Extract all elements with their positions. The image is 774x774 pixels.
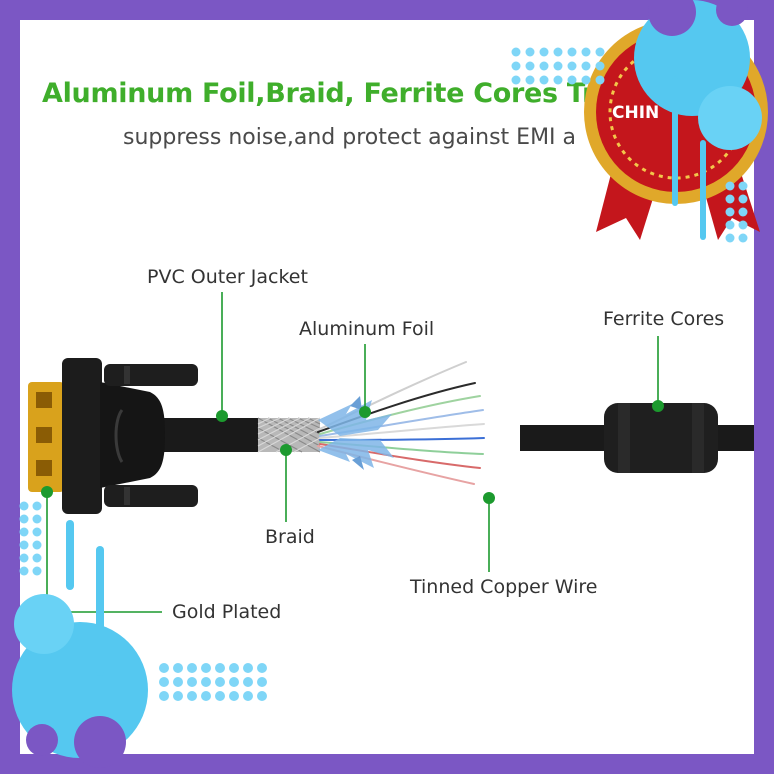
decor-dot <box>215 677 225 687</box>
decor-dot <box>173 691 183 701</box>
decor-dot <box>19 566 29 576</box>
decor-dot <box>187 691 197 701</box>
decor-dot <box>539 61 549 71</box>
decor-dot <box>567 47 577 57</box>
decor-dot <box>581 61 591 71</box>
decor-dot <box>257 691 267 701</box>
decor-dot <box>567 75 577 85</box>
decor-dot <box>229 677 239 687</box>
decor-dot <box>187 677 197 687</box>
decor-dot <box>215 663 225 673</box>
decor-dot <box>525 47 535 57</box>
decor-dot <box>553 47 563 57</box>
decor-dot <box>229 691 239 701</box>
decor-accents <box>12 0 762 768</box>
decor-dot <box>215 691 225 701</box>
decor-dot <box>243 677 253 687</box>
decor-dot <box>738 220 748 230</box>
decor-dot <box>32 566 42 576</box>
decor-dot <box>257 663 267 673</box>
decor-dot <box>173 663 183 673</box>
decor-dot <box>525 75 535 85</box>
decor-dot <box>595 61 605 71</box>
decor-dot <box>32 514 42 524</box>
label-braid: Braid <box>265 526 315 548</box>
decor-dot <box>159 663 169 673</box>
decor-dot <box>19 514 29 524</box>
decor-dot <box>32 527 42 537</box>
subheadline: suppress noise,and protect against EMI a <box>123 125 577 150</box>
decor-dot <box>201 663 211 673</box>
braid-section <box>257 417 321 453</box>
decor-dot <box>525 61 535 71</box>
decor-dot <box>173 677 183 687</box>
decor-dot <box>539 75 549 85</box>
decor-dot <box>553 75 563 85</box>
decor-dot <box>32 553 42 563</box>
decor-dot <box>581 47 591 57</box>
decor-dot <box>511 47 521 57</box>
decor-dot <box>725 233 735 243</box>
label-pvc-outer-jacket: PVC Outer Jacket <box>147 266 308 288</box>
decor-dot <box>725 220 735 230</box>
decor-dot <box>738 181 748 191</box>
label-gold-plated: Gold Plated <box>172 601 282 623</box>
decor-dot <box>725 181 735 191</box>
decor-dot <box>511 61 521 71</box>
ferrite-cable <box>520 403 754 473</box>
label-tinned-copper-wire: Tinned Copper Wire <box>410 576 598 598</box>
label-ferrite-cores: Ferrite Cores <box>603 308 725 330</box>
decor-dot <box>159 677 169 687</box>
dot-grids <box>19 47 748 701</box>
decor-dot <box>567 61 577 71</box>
decor-dot <box>243 663 253 673</box>
badge-text: CHIN <box>612 103 659 123</box>
decor-dot <box>201 691 211 701</box>
decor-dot <box>511 75 521 85</box>
decor-dot <box>19 527 29 537</box>
decor-dot <box>257 677 267 687</box>
decor-dot <box>187 663 197 673</box>
decor-dot <box>32 540 42 550</box>
decor-dot <box>19 553 29 563</box>
decor-dot <box>229 663 239 673</box>
decor-dot <box>581 75 591 85</box>
decor-dot <box>595 47 605 57</box>
decor-dot <box>738 207 748 217</box>
decor-dot <box>201 677 211 687</box>
ferrite-core <box>604 403 718 473</box>
headline: Aluminum Foil,Braid, Ferrite Cores Trip <box>42 78 624 109</box>
decor-dot <box>738 233 748 243</box>
decor-dot <box>725 194 735 204</box>
decor-dot <box>159 691 169 701</box>
decor-dot <box>553 61 563 71</box>
vga-connector <box>28 358 198 514</box>
decor-dot <box>595 75 605 85</box>
decor-dot <box>19 540 29 550</box>
decor-dot <box>539 47 549 57</box>
decor-dot <box>32 501 42 511</box>
decor-dot <box>243 691 253 701</box>
decor-dot <box>738 194 748 204</box>
pvc-jacket <box>160 418 262 452</box>
decor-dot <box>725 207 735 217</box>
label-aluminum-foil: Aluminum Foil <box>299 318 435 340</box>
aluminum-foil <box>318 396 394 470</box>
decor-dot <box>19 501 29 511</box>
